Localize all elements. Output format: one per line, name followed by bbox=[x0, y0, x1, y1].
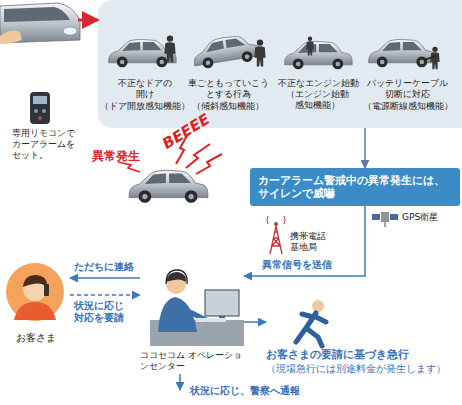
remote-control bbox=[30, 92, 50, 124]
operator bbox=[158, 297, 197, 332]
car-windshield bbox=[4, 7, 70, 22]
police-label: 状況に応じ、警察へ通報 bbox=[190, 385, 340, 397]
alert-box: カーアラーム警戒中の異常発生には、サイレンで威嚇 bbox=[250, 168, 460, 206]
node-text: （ドア開放感知機能） bbox=[100, 101, 190, 112]
customer-badge bbox=[6, 263, 64, 321]
node-text: （エンジン始動感知機能） bbox=[284, 89, 350, 111]
detection-band: 不正なドアの開け（ドア開放感知機能）車ごともっていこうとする行為（傾斜感知機能）… bbox=[98, 0, 462, 128]
customer: お客さま bbox=[2, 262, 70, 350]
satellite-label: GPS衛星 bbox=[402, 212, 458, 223]
flow-arrow bbox=[364, 128, 366, 168]
node-text: 不正なエンジン始動 bbox=[276, 78, 360, 89]
flow-arrow bbox=[244, 321, 266, 323]
satellite bbox=[372, 214, 380, 220]
edge-label: ただちに連絡 bbox=[74, 261, 142, 273]
tower-label: 携帯電話基地局 bbox=[290, 231, 330, 253]
car-front bbox=[0, 3, 80, 43]
alert-label: 異常発生 bbox=[92, 149, 152, 163]
node-text: ココセコム オペレーションセンター bbox=[140, 350, 244, 372]
node-text: 専用リモコンでカーアラームをセット。 bbox=[12, 128, 78, 161]
flow-arrow bbox=[70, 294, 140, 296]
node-text: （電源断線感知機能） bbox=[362, 101, 454, 112]
police-arrow bbox=[179, 374, 181, 390]
node-text: お客さま bbox=[2, 332, 70, 344]
edge-label: 状況に応じ対応を要請 bbox=[74, 300, 132, 324]
runner bbox=[312, 300, 324, 312]
flow-arrow bbox=[70, 277, 140, 279]
cell-tower bbox=[270, 226, 282, 254]
node-text: お客さまの要請に基づき急行 bbox=[266, 348, 460, 361]
setup-group: 専用リモコンでカーアラームをセット。 bbox=[0, 0, 78, 168]
node-text: 車ごともっていこうとする行為 bbox=[186, 78, 270, 100]
node-text: 不正なドアの開け bbox=[115, 78, 175, 100]
node-text: バッテリーケーブル切断に対応 bbox=[365, 78, 449, 100]
node-text: カーアラーム警戒中の異常発生には、サイレンで威嚇 bbox=[258, 174, 454, 200]
edge-label: 異常信号を送信 bbox=[262, 259, 352, 271]
node-text: （現場急行には別途料金が発生します） bbox=[266, 363, 460, 375]
flow-arrow bbox=[244, 206, 365, 276]
operation-center: ココセコム オペレーションセンター bbox=[140, 262, 244, 374]
flow-arrow bbox=[78, 19, 98, 22]
dispatch: お客さまの要請に基づき急行 （現場急行には別途料金が発生します） bbox=[266, 300, 460, 378]
desk bbox=[150, 320, 244, 346]
hand bbox=[0, 31, 22, 44]
monitor bbox=[205, 290, 239, 316]
